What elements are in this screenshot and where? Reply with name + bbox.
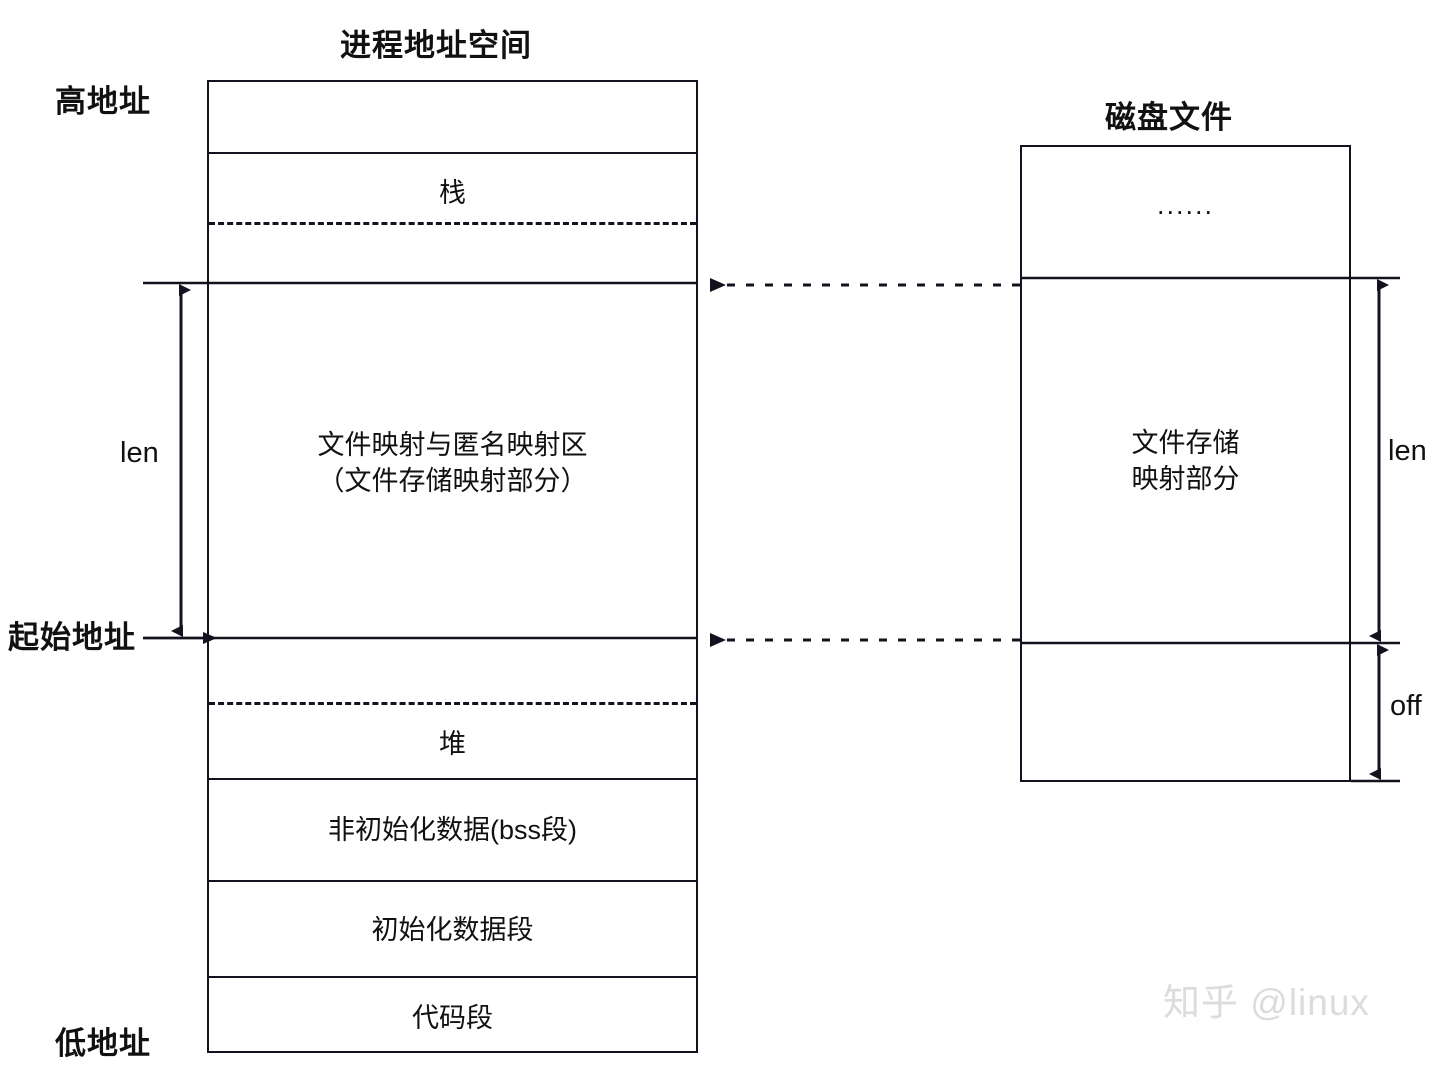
divider-data-text — [207, 976, 698, 978]
start-address-label: 起始地址 — [8, 620, 136, 655]
right-len-label: len — [1388, 435, 1427, 467]
segment-label-stack: 栈 — [439, 178, 466, 208]
disk-file-box — [1020, 145, 1351, 782]
right-off-label: off — [1390, 690, 1422, 722]
divider-top-empty — [207, 152, 698, 154]
process-address-space-box — [207, 80, 698, 1053]
divider-heap-dashed — [209, 702, 696, 705]
watermark: 知乎 @linux — [1163, 982, 1370, 1023]
segment-label-text: 代码段 — [412, 1003, 493, 1033]
disk-file-title: 磁盘文件 — [1105, 100, 1233, 135]
segment-label-bss: 非初始化数据(bss段) — [328, 815, 577, 845]
segment-label-heap: 堆 — [439, 729, 466, 759]
disk-mapped-label: 文件存储 映射部分 — [1131, 428, 1240, 495]
divider-stack-dashed — [209, 222, 696, 225]
process-address-space-title: 进程地址空间 — [340, 28, 532, 63]
divider-bss-data — [207, 880, 698, 882]
disk-ellipsis-label: ...... — [1156, 190, 1214, 220]
left-len-label: len — [120, 437, 159, 469]
low-address-label: 低地址 — [55, 1026, 151, 1061]
divider-heap-bss — [207, 778, 698, 780]
segment-label-mmap-region: 文件映射与匿名映射区 （文件存储映射部分） — [317, 430, 588, 497]
high-address-label: 高地址 — [55, 84, 151, 119]
segment-label-data: 初始化数据段 — [371, 915, 534, 945]
